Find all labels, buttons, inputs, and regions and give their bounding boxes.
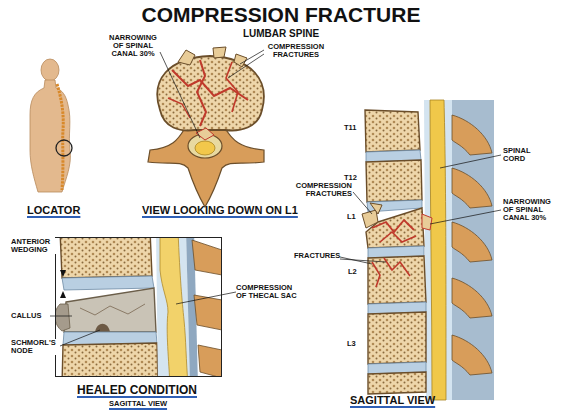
wedging-arrow (60, 291, 66, 298)
axial-vertebra (195, 141, 215, 155)
axial-vertebra (168, 98, 190, 118)
sagittal-spine (380, 232, 416, 242)
sagittal-spine (448, 100, 494, 400)
leader-line (60, 330, 100, 346)
healed-spine (62, 276, 154, 290)
wedging-arrow (60, 270, 66, 298)
callout-label: L2 (348, 268, 357, 276)
leader-line (430, 210, 501, 224)
callout-label: NARROWING OF SPINAL CANAL 30% (106, 34, 160, 58)
panel-text: CALLUS (11, 312, 41, 320)
callout-label: LUMBAR SPINE (0, 29, 562, 40)
panel-text: SCHMORL'S NODE (11, 339, 59, 355)
healed-spine (80, 304, 145, 315)
leader-line (160, 50, 264, 138)
sagittal-spine (422, 214, 432, 230)
callout-label: T11 (344, 124, 357, 132)
axial-vertebra (226, 62, 238, 112)
axial-vertebra (213, 47, 226, 58)
sagittal-spine (430, 100, 446, 400)
sagittal-spine (362, 210, 378, 228)
locator-figure (56, 140, 72, 156)
locator-figure (30, 80, 70, 192)
panel-frame: ANTERIOR WEDGINGCALLUSSCHMORL'S NODEHEAL… (55, 237, 222, 377)
callout-label: FRACTURES (294, 252, 340, 260)
sagittal-spine (452, 222, 492, 262)
sagittal-spine (368, 256, 426, 304)
leader-line (50, 316, 72, 317)
sagittal-spine (366, 160, 422, 202)
healed-spine (64, 288, 156, 332)
healed-spine (62, 343, 158, 376)
leader-line (50, 292, 236, 346)
healed-spine (198, 345, 221, 376)
sagittal-spine (424, 100, 452, 400)
leader-line (353, 192, 372, 214)
locator-figure (30, 59, 72, 192)
healed-spine (60, 238, 152, 278)
panel-text: SAGITTAL VIEW (109, 400, 167, 408)
sagittal-spine (370, 203, 382, 214)
sagittal-spine (368, 372, 426, 394)
callout-label: COMPRESSION OF THECAL SAC (236, 284, 299, 300)
callout-label: LOCATOR (27, 205, 80, 217)
callout-label: T12 (344, 174, 357, 182)
axial-vertebra (197, 60, 206, 126)
callout-label: VIEW LOOKING DOWN ON L1 (142, 205, 298, 217)
sagittal-spine (384, 258, 410, 276)
sagittal-spine (365, 110, 420, 152)
sagittal-spine (452, 335, 492, 375)
sagittal-spine (452, 278, 492, 318)
axial-vertebra (157, 56, 264, 130)
panel-text: HEALED CONDITION (77, 384, 197, 397)
leader-line (228, 54, 264, 78)
leader-line (176, 292, 236, 304)
callout-label: SAGITTAL VIEW (350, 395, 435, 407)
leader-line (340, 259, 386, 262)
title-text: COMPRESSION FRACTURE (0, 4, 562, 27)
axial-vertebra (148, 128, 264, 207)
sagittal-spine (362, 100, 494, 400)
healed-spine (192, 240, 221, 275)
leader-line (440, 155, 501, 168)
locator-figure (41, 59, 59, 81)
callout-label: COMPRESSION FRACTURES (288, 182, 352, 198)
axial-vertebra (196, 128, 214, 140)
healed-spine (56, 238, 221, 376)
locator-figure (57, 84, 63, 190)
leader-line (340, 155, 501, 264)
leader-line (160, 52, 200, 138)
callout-label: NARROWING OF SPINAL CANAL 30% (503, 198, 557, 222)
healed-spine (156, 238, 190, 376)
sagittal-spine (452, 168, 492, 208)
sagittal-spine (368, 312, 426, 364)
sagittal-spine (372, 262, 380, 287)
callout-label: COMPRESSION FRACTURES (264, 43, 328, 59)
healed-spine (160, 238, 188, 376)
axial-vertebra (234, 54, 247, 67)
healed-spine (56, 304, 70, 331)
callout-label: SPINAL CORD (503, 147, 543, 163)
wedging-arrow (60, 270, 66, 277)
callout-label: L3 (347, 340, 356, 348)
sagittal-spine (372, 220, 414, 232)
axial-vertebra (178, 50, 195, 65)
axial-vertebra (148, 47, 264, 207)
sagittal-spine (452, 115, 492, 155)
healed-spine (194, 295, 221, 330)
panel-text: ANTERIOR WEDGING (11, 238, 59, 254)
callout-label: L1 (347, 213, 356, 221)
